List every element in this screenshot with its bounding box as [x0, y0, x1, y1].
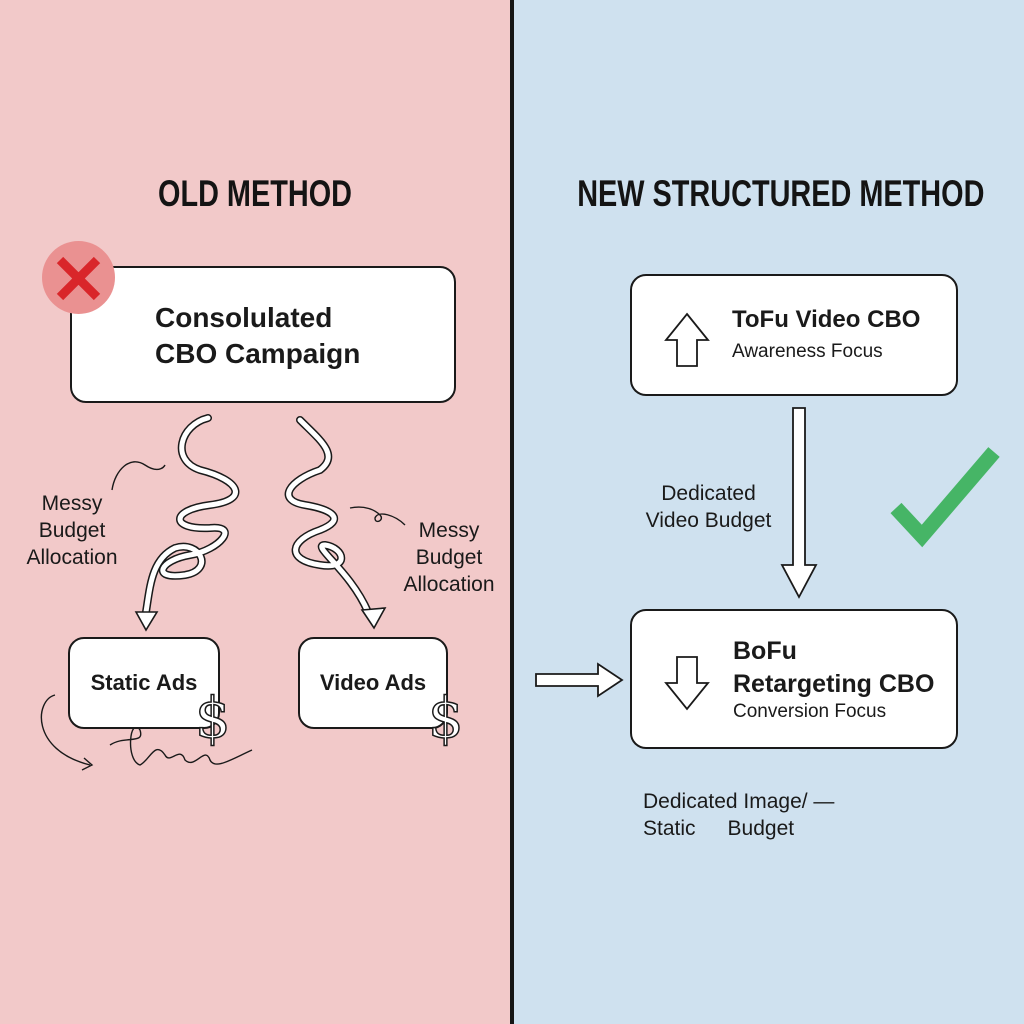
arrow-up-icon: [664, 312, 710, 367]
check-mark-icon: [890, 447, 1000, 548]
dollar-sign-icon: $: [427, 685, 464, 752]
tofu-subtitle: Awareness Focus: [732, 341, 883, 362]
static-ads-label: Static Ads: [90, 670, 198, 695]
x-mark-icon: [42, 241, 115, 314]
bofu-subtitle: Conversion Focus: [733, 701, 887, 722]
consolidated-cbo-line1: Consolulated: [155, 302, 333, 333]
bofu-retargeting-cbo-box: BoFu Retargeting CBO Conversion Focus: [630, 609, 958, 749]
down-flow-arrow-icon: [780, 407, 818, 599]
video-ads-label: Video Ads: [319, 670, 427, 695]
right-flow-arrow-icon: [535, 662, 624, 698]
messy-budget-note-right: Messy Budget Allocation: [403, 519, 495, 596]
dedicated-video-budget-note: Dedicated Video Budget: [645, 482, 772, 532]
tofu-video-cbo-box: ToFu Video CBO Awareness Focus: [630, 274, 958, 396]
bofu-title: BoFu Retargeting CBO: [733, 637, 935, 698]
video-ads-box: Video Ads: [298, 637, 448, 729]
consolidated-cbo-line2: CBO Campaign: [155, 338, 361, 369]
tofu-title: ToFu Video CBO: [732, 306, 921, 333]
consolidated-cbo-box: Consolulated CBO Campaign: [70, 266, 456, 403]
dollar-sign-icon: $: [194, 685, 231, 752]
arrow-down-icon: [664, 656, 710, 711]
static-ads-box: Static Ads: [68, 637, 220, 729]
panel-divider: [510, 0, 514, 1024]
new-method-heading: NEW STRUCTURED METHOD: [577, 173, 985, 214]
old-method-heading: OLD METHOD: [157, 173, 352, 214]
messy-budget-note-left: Messy Budget Allocation: [26, 492, 118, 569]
old-method-panel: [0, 0, 510, 1024]
